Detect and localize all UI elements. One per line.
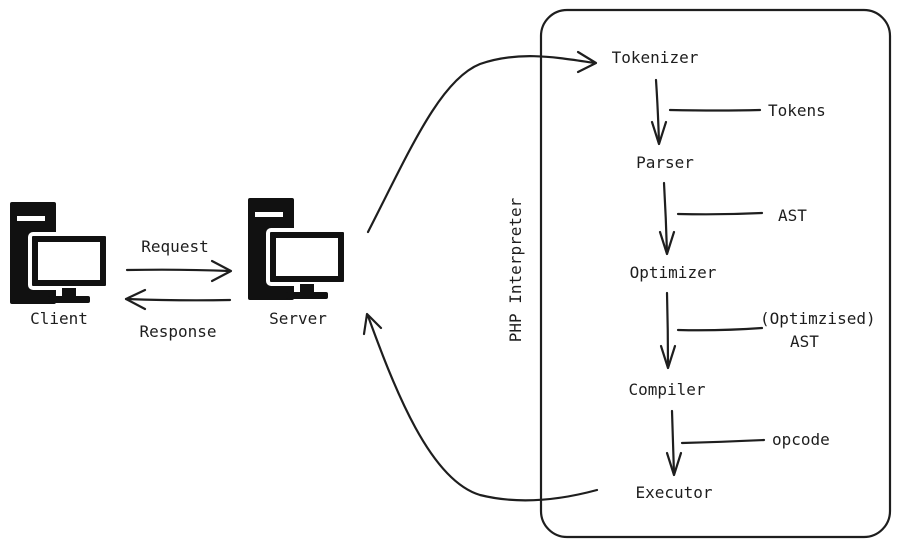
client-computer-icon bbox=[8, 200, 110, 306]
interpreter-title: PHP Interpreter bbox=[506, 197, 525, 342]
server-computer-icon bbox=[246, 196, 348, 302]
output-optimized-line1: (Optimzised) bbox=[760, 309, 876, 328]
optimized-ast-connector bbox=[676, 326, 764, 332]
server-to-tokenizer-arrow bbox=[366, 50, 598, 234]
flow-arrow-tokenizer-parser bbox=[650, 78, 668, 146]
stage-parser: Parser bbox=[636, 153, 694, 172]
response-arrow bbox=[124, 288, 232, 311]
stage-executor: Executor bbox=[635, 483, 712, 502]
response-label: Response bbox=[139, 322, 216, 341]
stage-compiler: Compiler bbox=[628, 380, 705, 399]
request-arrow bbox=[125, 259, 233, 283]
output-opcode: opcode bbox=[772, 430, 830, 449]
ast-connector bbox=[676, 211, 764, 216]
stage-optimizer: Optimizer bbox=[630, 263, 717, 282]
flow-arrow-parser-optimizer bbox=[658, 181, 676, 256]
stage-tokenizer: Tokenizer bbox=[612, 48, 699, 67]
tokens-connector bbox=[668, 108, 762, 112]
interpreter-box bbox=[539, 8, 892, 539]
request-label: Request bbox=[141, 237, 208, 256]
flow-arrow-optimizer-compiler bbox=[659, 291, 677, 370]
client-label: Client bbox=[30, 309, 88, 328]
executor-to-server-arrow bbox=[362, 312, 599, 502]
output-optimized-line2: AST bbox=[790, 332, 819, 351]
output-tokens: Tokens bbox=[768, 101, 826, 120]
opcode-connector bbox=[680, 438, 766, 445]
output-ast: AST bbox=[778, 206, 807, 225]
flow-arrow-compiler-executor bbox=[665, 409, 683, 477]
server-label: Server bbox=[269, 309, 327, 328]
